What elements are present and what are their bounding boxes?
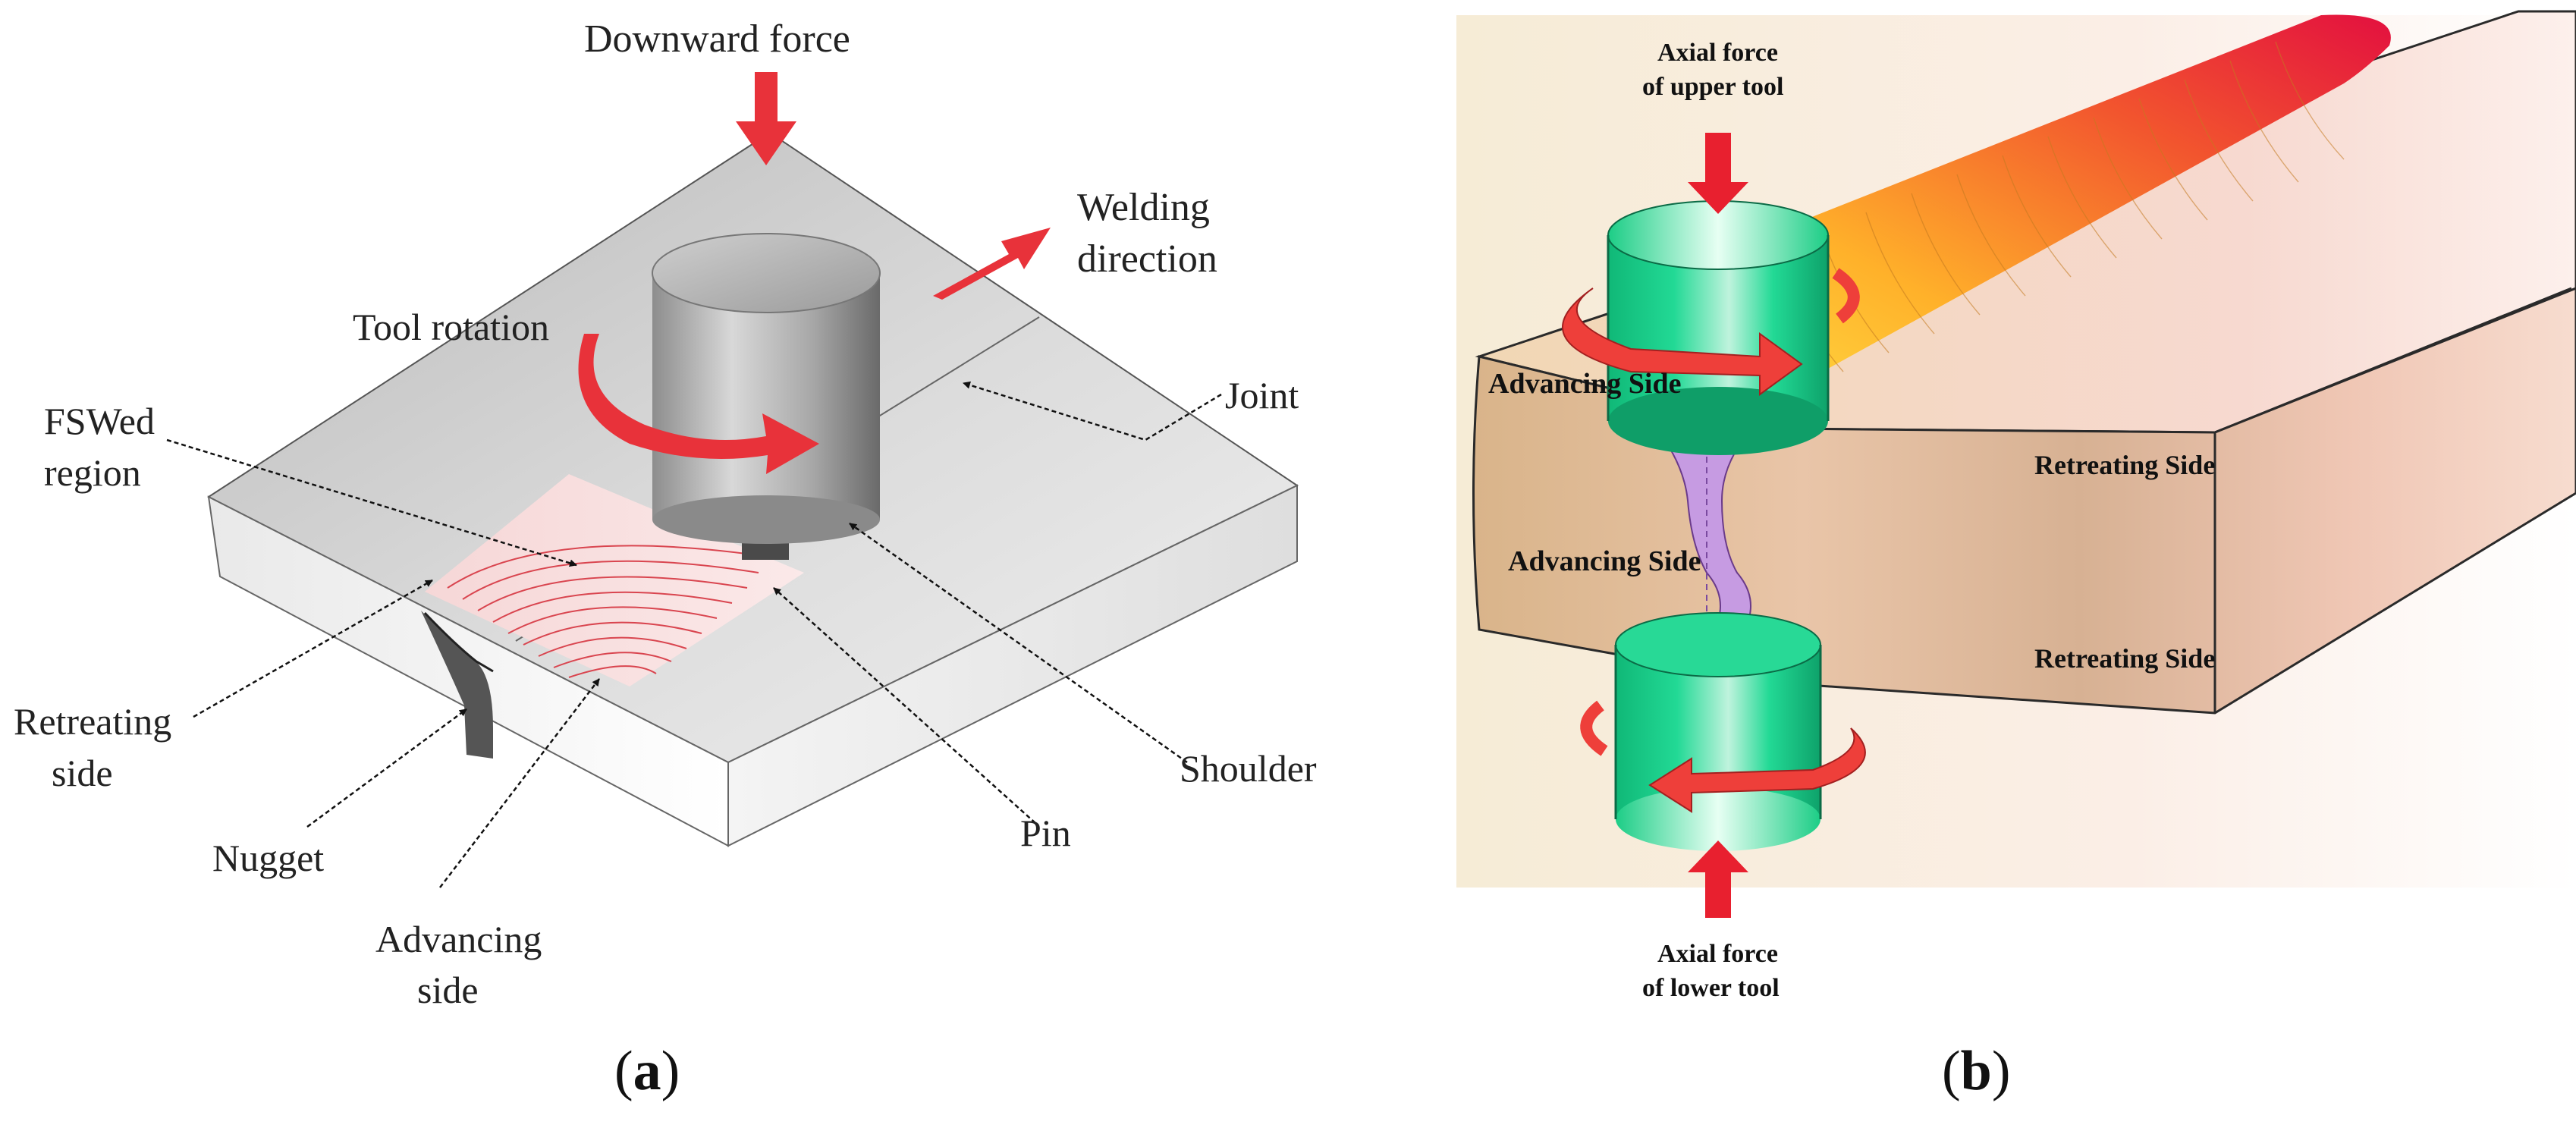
label-welding-direction-2: direction bbox=[1077, 237, 1217, 281]
axial-force-upper-arrow bbox=[1688, 133, 1748, 214]
leader-pin bbox=[773, 587, 1036, 824]
tool-shoulder bbox=[652, 273, 880, 520]
label-joint: Joint bbox=[1225, 374, 1299, 416]
label-retreating-side-1: Retreating bbox=[14, 700, 171, 743]
label-shoulder: Shoulder bbox=[1180, 747, 1317, 790]
fswed-zone bbox=[425, 474, 804, 686]
label-advancing-side-1: Advancing bbox=[375, 918, 542, 960]
axial-force-lower-arrow bbox=[1688, 840, 1748, 918]
leader-retreating bbox=[193, 579, 433, 718]
label-advancing-side-bottom: Advancing Side bbox=[1508, 545, 1701, 577]
label-fswed-region-1: FSWed bbox=[44, 400, 155, 442]
label-tool-rotation: Tool rotation bbox=[353, 306, 549, 348]
label-axial-upper-1: Axial force bbox=[1657, 39, 1778, 67]
downward-force-arrow bbox=[736, 72, 796, 165]
label-welding-direction-1: Welding bbox=[1077, 186, 1210, 229]
label-nugget: Nugget bbox=[212, 837, 324, 879]
label-axial-lower-1: Axial force bbox=[1657, 940, 1778, 968]
tool-top bbox=[652, 233, 881, 313]
plate-right-face bbox=[727, 484, 1298, 847]
caption-a: (a) bbox=[614, 1040, 680, 1102]
fswed-arcs bbox=[447, 545, 774, 678]
tool-rotation-arrow bbox=[578, 334, 819, 474]
label-fswed-region-2: region bbox=[44, 451, 141, 494]
label-axial-upper-2: of upper tool bbox=[1642, 73, 1783, 101]
caption-b: (b) bbox=[1942, 1040, 2011, 1102]
leader-fswed bbox=[166, 438, 577, 567]
label-retreating-side-bottom: Retreating Side bbox=[2034, 643, 2215, 674]
label-downward-force: Downward force bbox=[584, 17, 850, 61]
label-advancing-side-2: side bbox=[417, 969, 479, 1011]
leader-nugget bbox=[306, 708, 467, 828]
leader-shoulder bbox=[849, 522, 1188, 764]
lower-tool-top bbox=[1615, 612, 1821, 677]
leader-joint bbox=[963, 381, 1222, 441]
panel-a-diagram: Downward force Welding direction Tool ro… bbox=[14, 17, 1317, 1011]
label-retreating-side-top: Retreating Side bbox=[2034, 450, 2215, 480]
label-retreating-side-2: side bbox=[52, 752, 113, 794]
lower-rotation-arrow bbox=[1648, 727, 1866, 813]
label-advancing-side-top: Advancing Side bbox=[1488, 368, 1681, 400]
welding-direction-arrow bbox=[933, 228, 1051, 300]
nugget-shape bbox=[421, 611, 493, 759]
upper-rotation-arrow bbox=[1562, 287, 1803, 396]
label-pin: Pin bbox=[1020, 812, 1071, 854]
leader-advancing bbox=[439, 678, 600, 888]
panel-b-diagram: Axial force of upper tool Advancing Side… bbox=[1456, 10, 2576, 1002]
label-axial-lower-2: of lower tool bbox=[1642, 974, 1780, 1002]
